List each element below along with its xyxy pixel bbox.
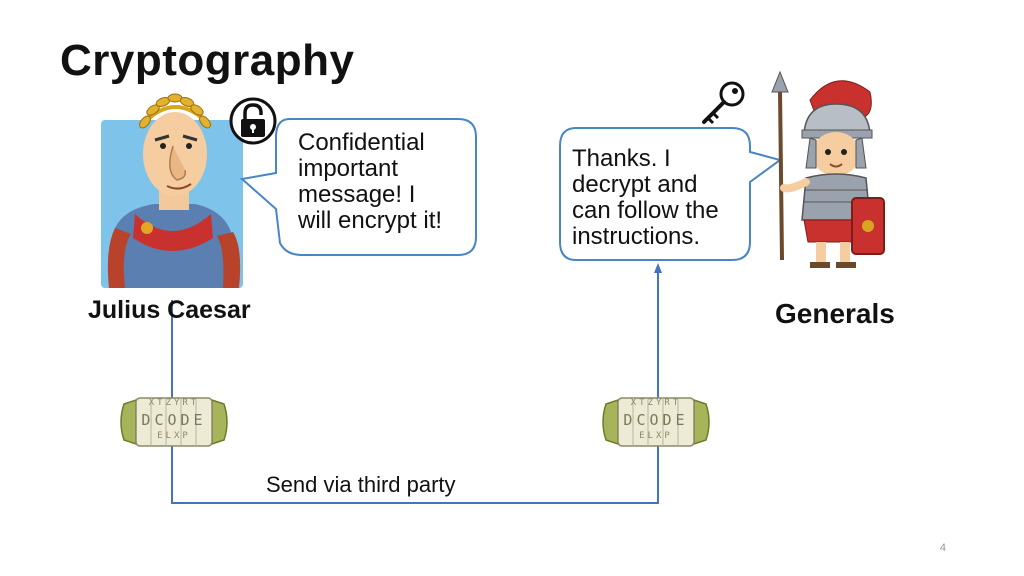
generals-name-label: Generals xyxy=(775,298,895,329)
cryptex-icon: XTZYRT DCODE ELXP xyxy=(600,394,712,450)
generals-speech-bubble-shape xyxy=(559,127,783,261)
caesar-name-label: Julius Caesar xyxy=(88,296,251,324)
caesar-speech-line: Confidential xyxy=(298,129,425,156)
cryptex-middle-row: DCODE xyxy=(623,411,689,429)
roman-soldier-illustration xyxy=(771,70,885,268)
padlock-icon xyxy=(229,97,277,145)
generals-speech-line: decrypt and xyxy=(572,171,698,198)
cryptex-icon: XTZYRT DCODE ELXP xyxy=(118,394,230,450)
generals-speech-line: instructions. xyxy=(572,223,701,250)
cryptex-graphic xyxy=(120,397,228,447)
caesar-speech-line: message! I xyxy=(298,181,416,208)
key-icon xyxy=(702,81,745,125)
cryptex-bottom-row: ELXP xyxy=(639,431,673,441)
caesar-speech-line: will encrypt it! xyxy=(298,207,443,234)
generals-speech-line: Thanks. I xyxy=(572,145,671,172)
generals-speech-text: Thanks. I decrypt and can follow the ins… xyxy=(572,146,752,250)
caesar-speech-text: Confidential important message! I will e… xyxy=(298,130,478,234)
julius-caesar-illustration xyxy=(101,93,243,288)
cryptex-top-row: XTZYRT xyxy=(148,398,200,408)
generals-speech-line: can follow the xyxy=(572,197,719,224)
caesar-speech-line: important xyxy=(298,155,399,182)
page-number: 4 xyxy=(939,542,946,554)
cryptex-graphic xyxy=(602,397,710,447)
cryptex-bottom-row: ELXP xyxy=(157,431,191,441)
cryptex-top-row: XTZYRT xyxy=(630,398,682,408)
transport-label: Send via third party xyxy=(266,472,456,497)
slide-title: Cryptography xyxy=(60,36,355,85)
caesar-speech-bubble-shape xyxy=(239,118,477,256)
cryptex-middle-row: DCODE xyxy=(141,411,207,429)
